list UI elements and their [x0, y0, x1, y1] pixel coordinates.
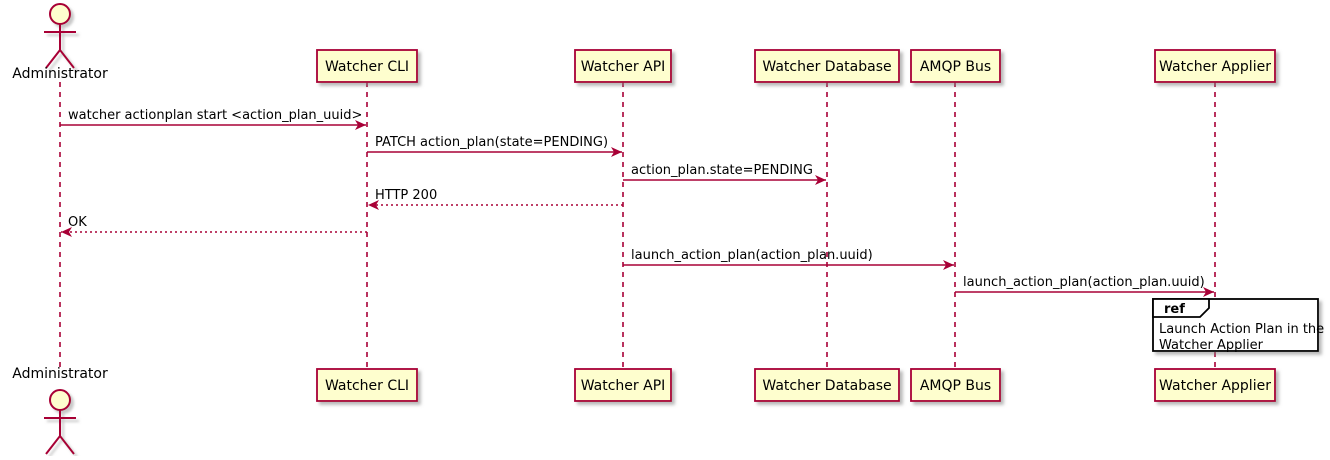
- participant-boxes-bottom: Watcher CLI Watcher API Watcher Database AM…: [316, 368, 1276, 402]
- actor-leg-right: [59, 435, 75, 455]
- message-arrowhead: [611, 147, 622, 157]
- participant-box-rect: [316, 49, 418, 83]
- message-msg-6[interactable]: launch_action_plan(action_plan.uuid): [623, 248, 954, 270]
- participant-label-watcher-database: Watcher Database: [762, 378, 891, 394]
- participant-box-rect: [754, 368, 900, 402]
- participant-label-amqp-bus: AMQP Bus: [920, 59, 991, 75]
- participant-box-watcher-database-top[interactable]: Watcher Database: [754, 49, 900, 83]
- participant-box-watcher-applier-top[interactable]: Watcher Applier: [1154, 49, 1276, 83]
- message-label: PATCH action_plan(state=PENDING): [375, 135, 608, 150]
- message-label: launch_action_plan(action_plan.uuid): [963, 275, 1205, 290]
- participant-label-watcher-applier: Watcher Applier: [1159, 378, 1271, 394]
- participant-box-watcher-database-bottom[interactable]: Watcher Database: [754, 368, 900, 402]
- participant-box-amqp-bus-top[interactable]: AMQP Bus: [910, 49, 1001, 83]
- message-label: OK: [68, 215, 87, 230]
- actor-leg-right: [59, 49, 75, 69]
- actor-figure-administrator-top[interactable]: Administrator: [12, 3, 108, 82]
- participant-box-amqp-bus-bottom[interactable]: AMQP Bus: [910, 368, 1001, 402]
- participant-box-watcher-api-top[interactable]: Watcher API: [574, 49, 672, 83]
- participant-label-watcher-api: Watcher API: [581, 378, 666, 394]
- ref-box-text-line-1: Watcher Applier: [1159, 338, 1264, 353]
- message-msg-1[interactable]: watcher actionplan start <action_plan_uu…: [60, 108, 366, 130]
- participant-box-rect: [754, 49, 900, 83]
- participant-label-amqp-bus: AMQP Bus: [920, 378, 991, 394]
- participant-box-rect: [910, 368, 1001, 402]
- participant-label-watcher-applier: Watcher Applier: [1159, 59, 1271, 75]
- participant-label-watcher-cli: Watcher CLI: [325, 59, 409, 75]
- participant-label-watcher-api: Watcher API: [581, 59, 666, 75]
- actor-leg-left: [45, 435, 61, 455]
- actor-leg-left: [45, 49, 61, 69]
- lifelines-layer: [59, 82, 1216, 369]
- message-label: action_plan.state=PENDING: [631, 163, 813, 178]
- actor-head-icon: [49, 389, 71, 411]
- message-msg-5[interactable]: OK: [61, 215, 367, 237]
- message-msg-4[interactable]: HTTP 200: [368, 188, 623, 210]
- message-arrowhead: [815, 175, 826, 185]
- message-label: watcher actionplan start <action_plan_uu…: [68, 108, 362, 123]
- participant-box-watcher-cli-top[interactable]: Watcher CLI: [316, 49, 418, 83]
- message-arrowhead: [943, 260, 954, 270]
- participant-box-watcher-applier-bottom[interactable]: Watcher Applier: [1154, 368, 1276, 402]
- participant-box-rect: [574, 368, 672, 402]
- message-msg-7[interactable]: launch_action_plan(action_plan.uuid): [955, 275, 1214, 297]
- message-arrowhead: [368, 200, 379, 210]
- message-arrowhead: [1203, 287, 1214, 297]
- message-label: HTTP 200: [375, 188, 437, 203]
- ref-box-tab-label: ref: [1164, 302, 1185, 317]
- participant-label-watcher-database: Watcher Database: [762, 59, 891, 75]
- message-msg-2[interactable]: PATCH action_plan(state=PENDING): [367, 135, 622, 157]
- participant-box-rect: [316, 368, 418, 402]
- actor-shape: [44, 389, 76, 455]
- actor-shape: [44, 3, 76, 69]
- actor-head-icon: [49, 3, 71, 25]
- message-arrowhead: [355, 120, 366, 130]
- message-arrowhead: [61, 227, 72, 237]
- participant-label-watcher-cli: Watcher CLI: [325, 378, 409, 394]
- participant-box-rect: [910, 49, 1001, 83]
- actor-label-administrator: Administrator: [12, 366, 108, 382]
- participant-boxes-top: Watcher CLI Watcher API Watcher Database AM…: [316, 49, 1276, 83]
- message-msg-3[interactable]: action_plan.state=PENDING: [623, 163, 826, 185]
- participant-box-rect: [574, 49, 672, 83]
- participant-box-watcher-cli-bottom[interactable]: Watcher CLI: [316, 368, 418, 402]
- actor-figure-administrator-bottom[interactable]: Administrator: [12, 366, 108, 455]
- participant-box-watcher-api-bottom[interactable]: Watcher API: [574, 368, 672, 402]
- participant-box-rect: [1154, 368, 1276, 402]
- message-label: launch_action_plan(action_plan.uuid): [631, 248, 873, 263]
- ref-box-text-line-0: Launch Action Plan in the: [1159, 322, 1324, 337]
- actor-label-administrator: Administrator: [12, 66, 108, 82]
- ref-box-tab: [1152, 298, 1210, 318]
- participant-box-rect: [1154, 49, 1276, 83]
- messages-layer: watcher actionplan start <action_plan_uu…: [60, 108, 1214, 297]
